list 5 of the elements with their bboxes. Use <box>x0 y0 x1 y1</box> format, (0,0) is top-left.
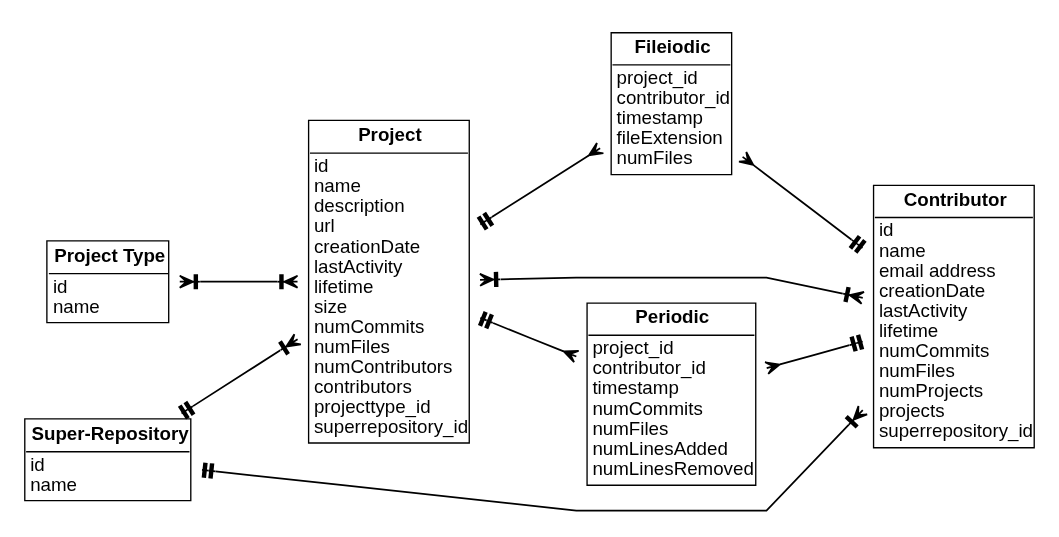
connector <box>477 310 580 363</box>
connector <box>177 332 302 420</box>
connector <box>476 141 605 231</box>
connector <box>738 150 867 254</box>
connector <box>764 333 865 375</box>
